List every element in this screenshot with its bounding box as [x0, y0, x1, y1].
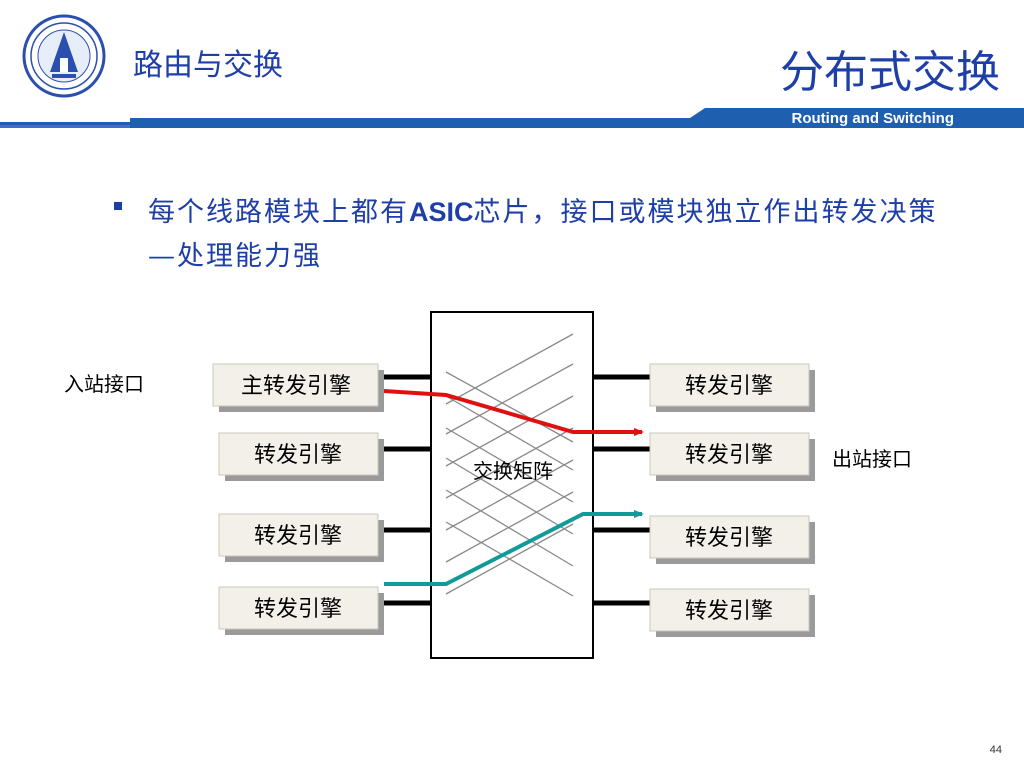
right-engine-1: 转发引擎 — [649, 363, 815, 412]
right-engine-4: 转发引擎 — [649, 588, 815, 637]
matrix-crosshatch — [445, 333, 574, 597]
left-engine-2: 转发引擎 — [218, 432, 384, 481]
red-forwarding-path — [383, 389, 644, 436]
page-number: 44 — [989, 744, 1002, 756]
right-engine-label: 转发引擎 — [685, 443, 773, 468]
bullet-text: 每个线路模块上都有ASIC芯片，接口或模块独立作出转发决策—处理能力强 — [148, 190, 964, 279]
bullet-point: 每个线路模块上都有ASIC芯片，接口或模块独立作出转发决策—处理能力强 — [114, 190, 964, 279]
egress-interface-label: 出站接口 — [832, 447, 912, 471]
switch-matrix-box — [430, 311, 594, 659]
switch-matrix-label: 交换矩阵 — [473, 459, 553, 483]
bullet-text-part1: 每个线路模块上都有 — [148, 197, 409, 228]
left-engine-label: 转发引擎 — [254, 597, 342, 622]
slide-title: 分布式交换 — [780, 47, 1000, 98]
left-engine-1: 主转发引擎 — [212, 363, 384, 412]
bullet-marker — [114, 202, 122, 210]
header-subtitle: Routing and Switching — [791, 110, 954, 127]
right-engine-label: 转发引擎 — [685, 526, 773, 551]
header-band — [0, 108, 1024, 128]
teal-forwarding-path — [384, 510, 644, 586]
right-engine-label: 转发引擎 — [685, 374, 773, 399]
university-logo — [22, 14, 106, 98]
course-title: 路由与交换 — [133, 48, 283, 83]
right-engine-3: 转发引擎 — [649, 515, 815, 564]
bullet-text-part2: 芯片，接口或模块独立作出转发决策—处理能力强 — [148, 197, 938, 272]
left-engine-label: 转发引擎 — [254, 524, 342, 549]
bullet-text-asic: ASIC — [409, 197, 474, 227]
right-engine-2: 转发引擎 — [649, 432, 815, 481]
left-engine-3: 转发引擎 — [218, 513, 384, 562]
left-connectors — [382, 374, 431, 606]
left-engine-label: 转发引擎 — [254, 443, 342, 468]
ingress-interface-label: 入站接口 — [64, 372, 144, 396]
left-engine-4: 转发引擎 — [218, 586, 384, 635]
left-engine-label: 主转发引擎 — [241, 374, 351, 399]
right-engine-label: 转发引擎 — [685, 599, 773, 624]
right-connectors — [593, 374, 652, 606]
